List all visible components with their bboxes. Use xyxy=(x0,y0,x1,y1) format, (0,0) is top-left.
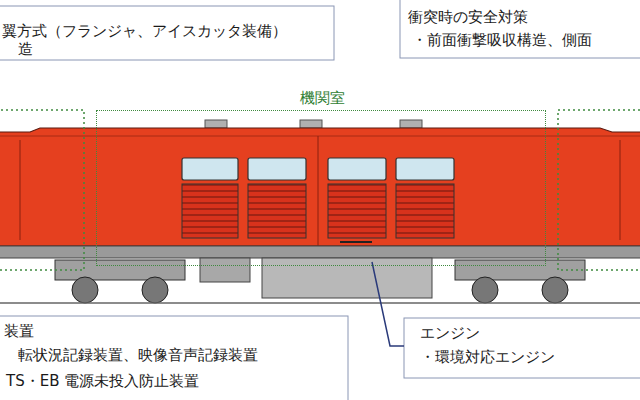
cab-region xyxy=(558,110,640,270)
callout-text: 衝突時の安全対策 xyxy=(408,8,528,26)
rail xyxy=(0,302,640,304)
callout-text: TS・EB 電源未投入防止装置 xyxy=(6,372,199,390)
callout-text: エンジン xyxy=(420,324,480,342)
callout-text: 翼方式（フランジャ、アイスカッタ装備） xyxy=(2,22,287,40)
callout-text: 装置 xyxy=(4,322,34,340)
callout-box xyxy=(0,316,348,400)
callout-text: ・前面衝撃吸収構造、側面 xyxy=(412,31,592,49)
callout-text: ・環境対応エンジン xyxy=(420,348,555,366)
bogie xyxy=(455,260,585,303)
louvers xyxy=(182,184,454,238)
leader-line xyxy=(372,262,404,346)
callout-text: 造 xyxy=(18,40,33,58)
callout-box xyxy=(404,318,640,378)
cab-region xyxy=(0,110,84,270)
region-label: 機関室 xyxy=(297,89,348,107)
roof-equipment xyxy=(300,120,322,128)
bogie xyxy=(55,260,185,303)
callout-text: 転状況記録装置、映像音声記録装置 xyxy=(18,346,258,364)
tank xyxy=(200,258,250,282)
roof-equipment xyxy=(400,120,422,128)
engine-unit xyxy=(262,258,432,298)
cab-door xyxy=(620,140,621,240)
roof-equipment xyxy=(205,120,227,128)
callout-box xyxy=(0,6,334,60)
engine-room-windows xyxy=(182,158,454,180)
handrail xyxy=(340,241,372,243)
region-box: 機関室 xyxy=(96,110,546,266)
callout-box xyxy=(400,0,640,58)
cab-door xyxy=(20,140,21,240)
panel-seam xyxy=(318,136,319,246)
